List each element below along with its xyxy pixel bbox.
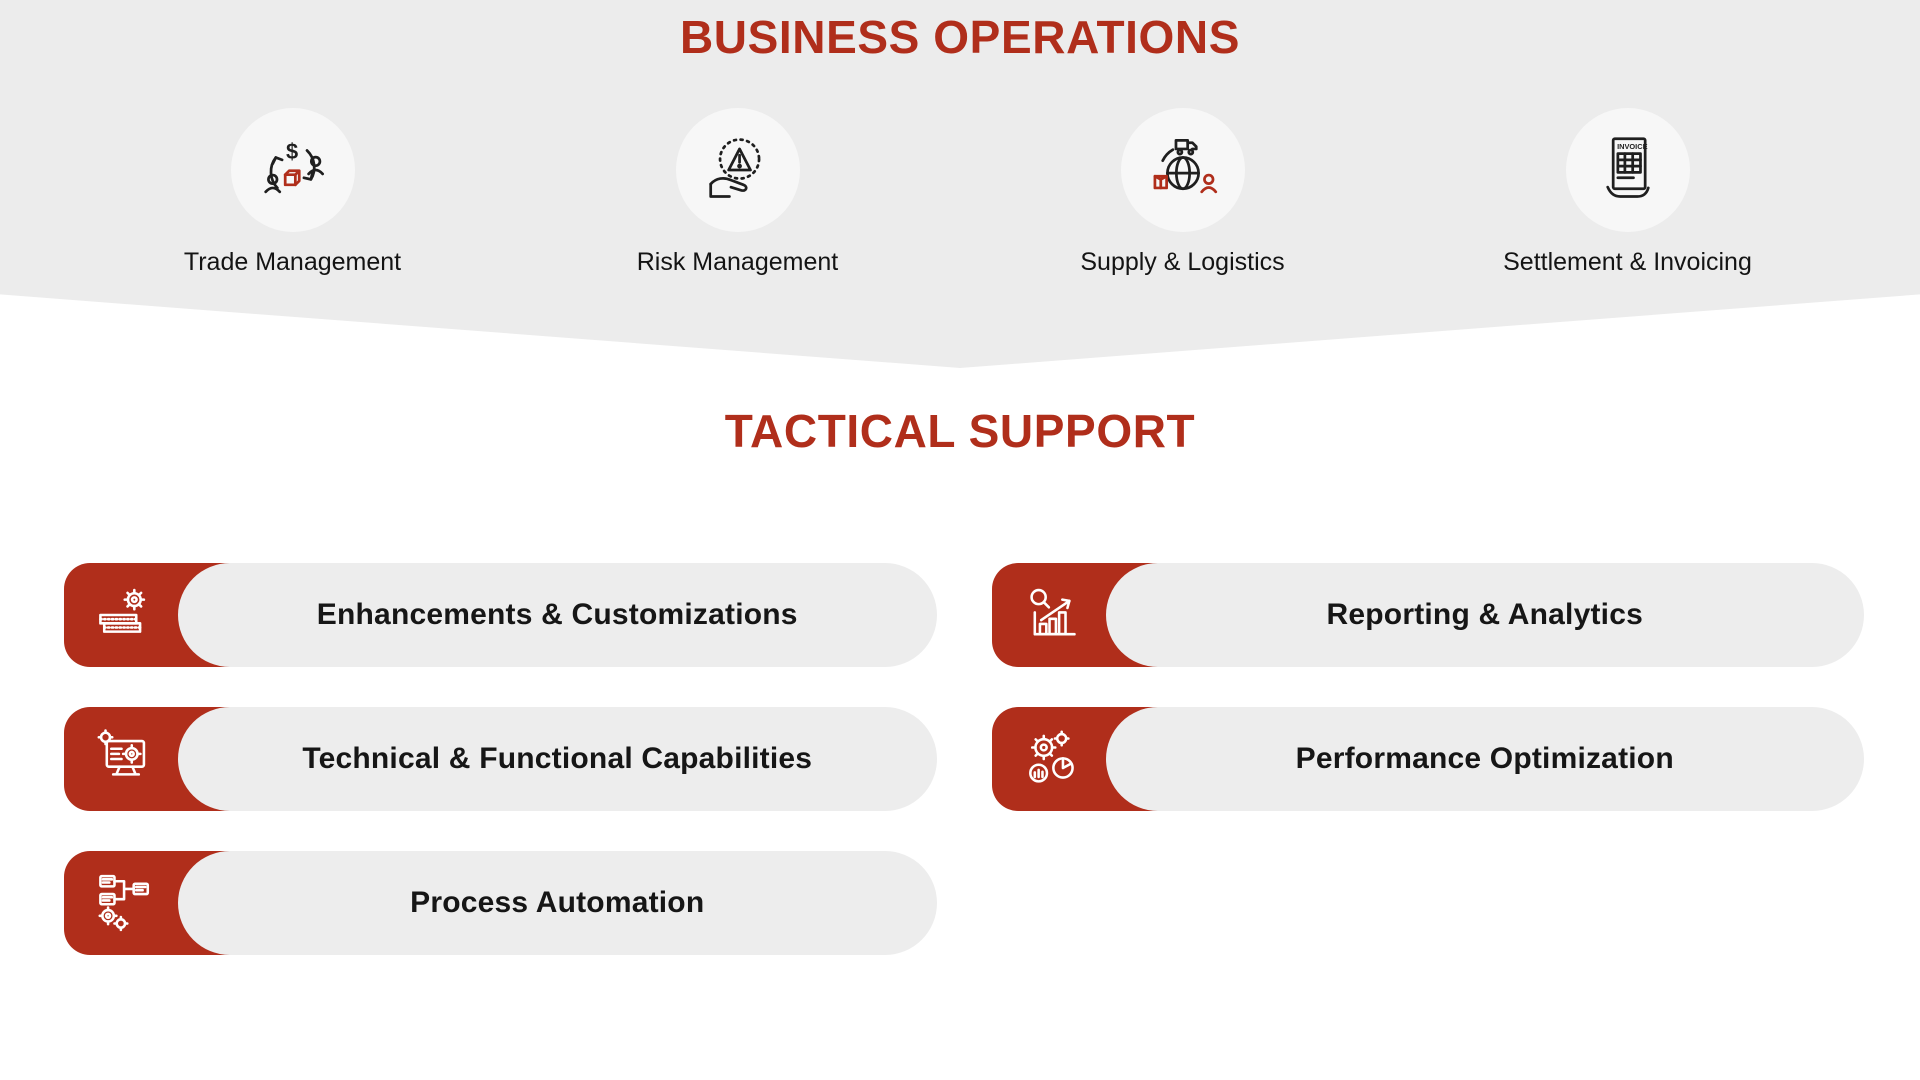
pill-performance-optimization: Performance Optimization — [991, 707, 1864, 811]
performance-optimization-icon — [1028, 730, 1074, 783]
risk-management-icon — [708, 138, 760, 198]
settlement-invoicing-icon: INVOICE — [1605, 137, 1650, 198]
ops-item-supply-logistics: Supply & Logistics — [960, 108, 1405, 277]
business-operations-section: BUSINESS OPERATIONS $ Trade Mana — [0, 0, 1920, 368]
ops-item-settlement-invoicing: INVOICE Settlement & Invoicing — [1405, 108, 1850, 277]
pill-label: Reporting & Analytics — [1326, 598, 1643, 631]
pill-reporting-analytics: Reporting & Analytics — [991, 563, 1864, 667]
business-operations-title: BUSINESS OPERATIONS — [679, 11, 1241, 63]
ops-item-label: Trade Management — [183, 248, 402, 276]
ops-item-trade-management: $ Trade Management — [70, 108, 515, 277]
svg-text:INVOICE: INVOICE — [1617, 142, 1648, 151]
pill-technical-functional: Technical & Functional Capabilities — [64, 707, 937, 811]
pill-label-container: Performance Optimization — [1105, 707, 1864, 811]
ops-item-label: Supply & Logistics — [1080, 248, 1285, 276]
reporting-analytics-icon — [1029, 588, 1076, 636]
pill-label: Technical & Functional Capabilities — [302, 742, 813, 775]
business-operations-row: $ Trade Management — [70, 108, 1850, 277]
pill-label: Performance Optimization — [1295, 742, 1674, 775]
svg-text:$: $ — [285, 139, 297, 164]
ops-item-label: Risk Management — [636, 248, 839, 276]
pill-label: Process Automation — [410, 886, 705, 919]
tactical-support-title: TACTICAL SUPPORT — [724, 405, 1196, 457]
supply-logistics-icon — [1153, 138, 1217, 194]
pill-label: Enhancements & Customizations — [316, 598, 798, 631]
pill-enhancements-customizations: Enhancements & Customizations — [64, 563, 937, 667]
technical-functional-capabilities-icon — [97, 729, 146, 776]
pill-label-container: Reporting & Analytics — [1105, 563, 1864, 667]
icon-circle: INVOICE — [1565, 108, 1690, 232]
pill-process-automation: Process Automation — [64, 851, 937, 955]
tactical-support-grid: Enhancements & Customizations Reporting … — [64, 563, 1864, 955]
ops-item-label: Settlement & Invoicing — [1503, 248, 1752, 276]
icon-circle — [1120, 108, 1245, 232]
pill-label-container: Enhancements & Customizations — [178, 563, 937, 667]
process-automation-icon — [98, 874, 150, 932]
icon-circle — [675, 108, 800, 232]
enhancements-customizations-icon — [99, 588, 146, 633]
pill-label-container: Process Automation — [178, 851, 937, 955]
icon-circle: $ — [230, 108, 355, 232]
trade-management-icon: $ — [263, 139, 324, 194]
pill-label-container: Technical & Functional Capabilities — [178, 707, 937, 811]
ops-item-risk-management: Risk Management — [515, 108, 960, 277]
